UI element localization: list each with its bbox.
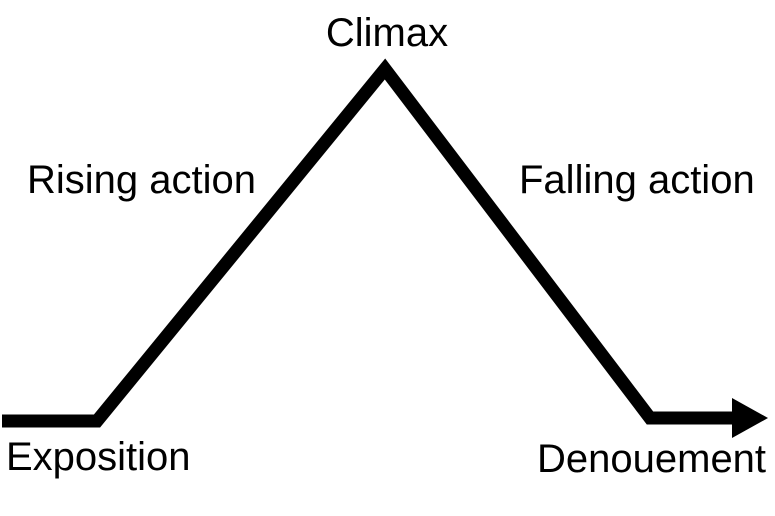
rising-action-label: Rising action <box>27 158 257 202</box>
story-arc-path <box>2 58 740 428</box>
exposition-label: Exposition <box>6 435 191 479</box>
climax-label: Climax <box>325 11 449 55</box>
denouement-label: Denouement <box>537 437 767 481</box>
falling-action-label: Falling action <box>519 158 755 202</box>
arrowhead-icon <box>732 398 768 438</box>
